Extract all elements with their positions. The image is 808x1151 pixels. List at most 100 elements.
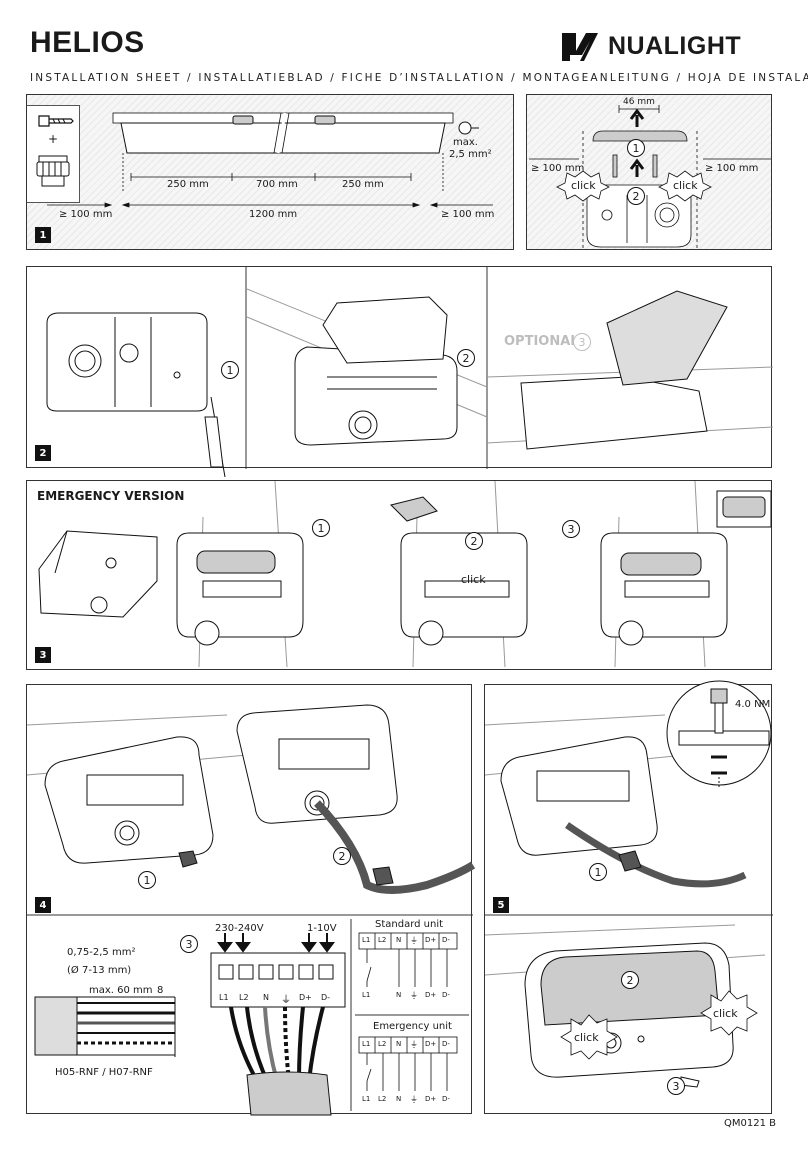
brand-logo: NUALIGHT <box>560 28 741 64</box>
panel-number: 1 <box>35 227 51 243</box>
dim-signal: 1-10V <box>307 923 337 934</box>
panel3-step-1: 1 <box>312 519 330 537</box>
ground-cross-section: 2,5 mm² <box>449 149 492 160</box>
detail-step-1: 1 <box>627 139 645 157</box>
sheet-subtitle: INSTALLATION SHEET / INSTALLATIEBLAD / F… <box>30 72 808 84</box>
panel-5-closing: 5 4.0 NM 1 2 <box>484 680 773 1114</box>
emergency-heading: EMERGENCY VERSION <box>37 489 185 503</box>
supply-voltage: 230-240V <box>215 923 264 934</box>
dim-seg-b: 700 mm <box>256 179 298 190</box>
panel4-step-3: 3 <box>180 935 198 953</box>
panel-2-opening: 2 1 2 O <box>26 266 774 478</box>
detail-drawing <box>529 105 771 251</box>
emg-bottom-earth: ⏚ <box>410 1095 418 1104</box>
dim-seg-c: 250 mm <box>342 179 384 190</box>
optional-label: OPTIONAL <box>504 334 579 349</box>
std-head-l1: L1 <box>362 936 371 944</box>
emg-bottom-l1: L1 <box>362 1095 371 1103</box>
std-bottom-d-plus: D+ <box>425 991 437 999</box>
panel5-click-right: click <box>713 1007 738 1020</box>
dim-right-clearance: ≥ 100 mm <box>441 209 495 220</box>
panel2-step-3: 3 <box>573 333 591 351</box>
emg-head-n: N <box>396 1040 402 1048</box>
ground-max-label: max. <box>453 137 478 148</box>
panel3-click: click <box>461 573 486 586</box>
panel5-step-1: 1 <box>589 863 607 881</box>
panel3-step-2: 2 <box>465 532 483 550</box>
std-head-d-plus: D+ <box>425 936 437 944</box>
nualight-logo-icon <box>562 33 598 61</box>
panel5-step-3: 3 <box>667 1077 685 1095</box>
terminal-n: N <box>263 993 269 1002</box>
std-bottom-n: N <box>396 991 402 999</box>
terminal-l1: L1 <box>219 993 229 1002</box>
emg-bottom-n: N <box>396 1095 402 1103</box>
plus-sign: + <box>48 132 59 146</box>
panel5-click-left: click <box>574 1031 599 1044</box>
dim-left-clearance: ≥ 100 mm <box>59 209 113 220</box>
terminal-d-plus: D+ <box>299 993 312 1002</box>
detail-left-clearance: ≥ 100 mm <box>531 163 585 174</box>
dim-seg-a: 250 mm <box>167 179 209 190</box>
detail-step-2: 2 <box>627 187 645 205</box>
emg-head-l1: L1 <box>362 1040 371 1048</box>
panel-number: 3 <box>35 647 51 663</box>
detail-click-left: click <box>571 179 596 192</box>
emg-head-l2: L2 <box>378 1040 387 1048</box>
strip-end-length: 8 <box>157 985 164 996</box>
panel-3-emergency: 3 EMERGENCY VERSION <box>26 480 772 670</box>
strip-length: max. 60 mm <box>89 985 153 996</box>
panel5-drawings <box>484 680 773 1088</box>
emergency-unit-title: Emergency unit <box>373 1021 452 1032</box>
panel-number: 2 <box>35 445 51 461</box>
screw-icon <box>38 115 74 127</box>
std-bottom-d-minus: D- <box>442 991 450 999</box>
panel-4-wiring: 4 <box>26 684 476 1116</box>
dim-total: 1200 mm <box>249 209 298 220</box>
cable-gland-icon <box>36 155 70 187</box>
panel4-step-2: 2 <box>333 847 351 865</box>
torque-value: 4.0 NM <box>735 699 771 710</box>
detail-width: 46 mm <box>623 97 655 107</box>
product-title: HELIOS <box>30 26 145 59</box>
std-bottom-earth: ⏚ <box>410 991 418 1000</box>
emg-bottom-d-minus: D- <box>442 1095 450 1103</box>
panel3-drawings <box>38 480 772 668</box>
emg-head-d-plus: D+ <box>425 1040 437 1048</box>
screw-gland-box: + <box>27 105 80 203</box>
terminal-l2: L2 <box>239 993 249 1002</box>
emg-head-d-minus: D- <box>442 1040 450 1048</box>
panel4-drawings <box>26 704 476 1116</box>
terminal-d-minus: D- <box>321 993 331 1002</box>
std-head-l2: L2 <box>378 936 387 944</box>
std-bottom-l1: L1 <box>362 991 371 999</box>
document-code: QM0121 B <box>724 1118 776 1129</box>
std-head-earth: ⏚ <box>410 936 418 945</box>
panel2-step-2: 2 <box>457 349 475 367</box>
std-head-d-minus: D- <box>442 936 450 944</box>
cable-diameter: (Ø 7-13 mm) <box>67 965 132 976</box>
std-head-n: N <box>396 936 402 944</box>
panel-1-mounting: 1 + max. 2,5 mm² <box>26 94 514 250</box>
panel3-step-3: 3 <box>562 520 580 538</box>
luminaire-drawing <box>112 112 454 193</box>
standard-unit-title: Standard unit <box>375 919 444 930</box>
brand-name: NUALIGHT <box>608 31 742 60</box>
emg-head-earth: ⏚ <box>410 1040 418 1049</box>
emg-bottom-l2: L2 <box>378 1095 387 1103</box>
panel2-step-1: 1 <box>221 361 239 379</box>
panel5-step-2: 2 <box>621 971 639 989</box>
detail-right-clearance: ≥ 100 mm <box>705 163 759 174</box>
emg-bottom-d-plus: D+ <box>425 1095 437 1103</box>
dimension-lines <box>47 173 493 208</box>
detail-click-right: click <box>673 179 698 192</box>
terminal-earth: ⏚ <box>281 995 291 1006</box>
wire-cross-section: 0,75-2,5 mm² <box>67 947 136 958</box>
ground-conductor-icon <box>458 121 479 135</box>
cable-type: H05-RNF / H07-RNF <box>55 1067 153 1078</box>
panel-number: 4 <box>35 897 51 913</box>
panel4-step-1: 1 <box>138 871 156 889</box>
panel2-dividers <box>46 267 774 478</box>
panel-1-detail: 46 mm 1 2 click click ≥ 100 mm ≥ 100 mm <box>526 94 772 251</box>
panel-number: 5 <box>493 897 509 913</box>
